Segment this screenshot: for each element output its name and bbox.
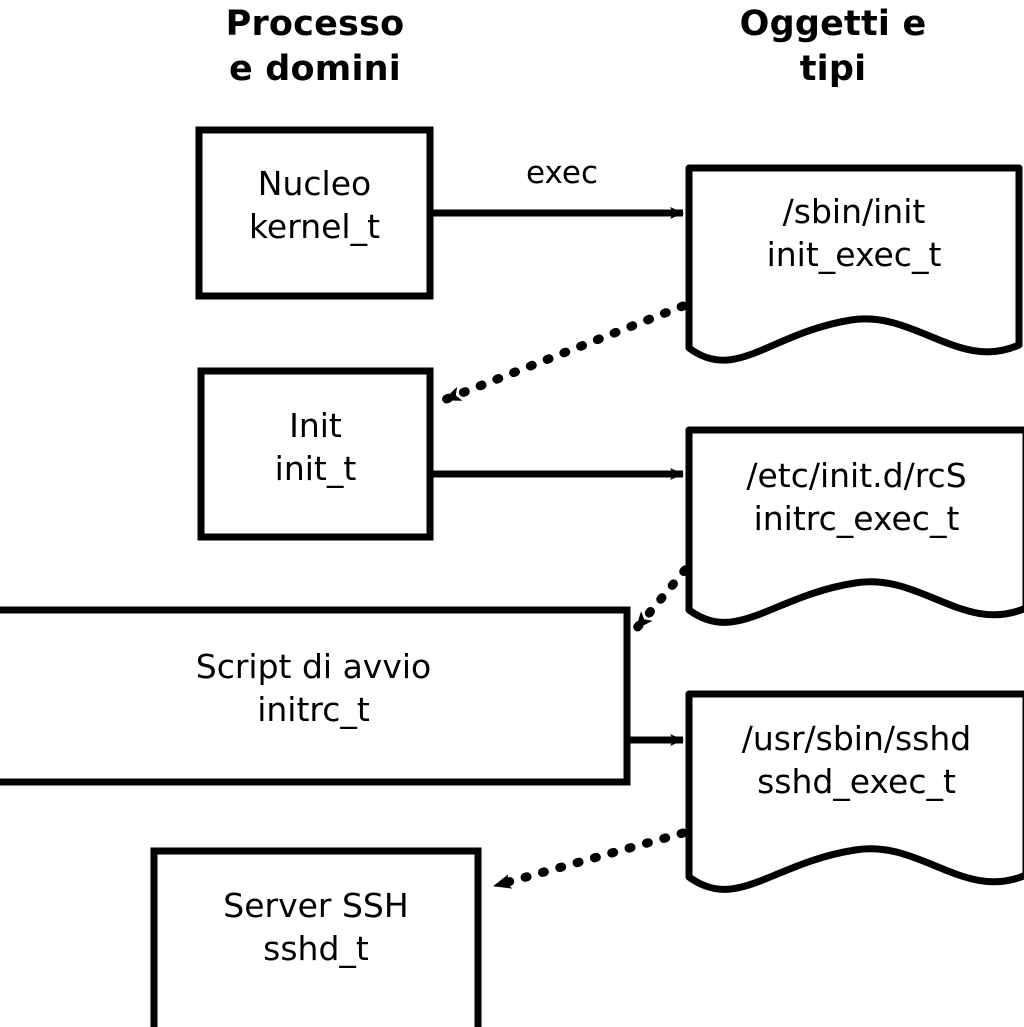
node-initrc[interactable] xyxy=(0,606,631,786)
node-initrc-exec[interactable] xyxy=(685,426,1024,626)
node-init-exec[interactable] xyxy=(685,164,1023,364)
node-kernel[interactable] xyxy=(195,126,434,300)
edge-label-exec: exec xyxy=(525,155,599,191)
node-init[interactable] xyxy=(197,367,434,541)
edge-sshd-exec-transition-sshd xyxy=(489,828,688,891)
column-header-objects: Oggetti e tipi xyxy=(739,4,927,89)
node-sshd-exec[interactable] xyxy=(685,690,1024,893)
edge-initrc-exec-transition-initrc xyxy=(631,565,690,634)
node-sshd[interactable] xyxy=(150,847,482,1027)
edge-init-exec-transition-init xyxy=(439,301,688,405)
column-header-processes: Processo e domini xyxy=(225,4,405,89)
